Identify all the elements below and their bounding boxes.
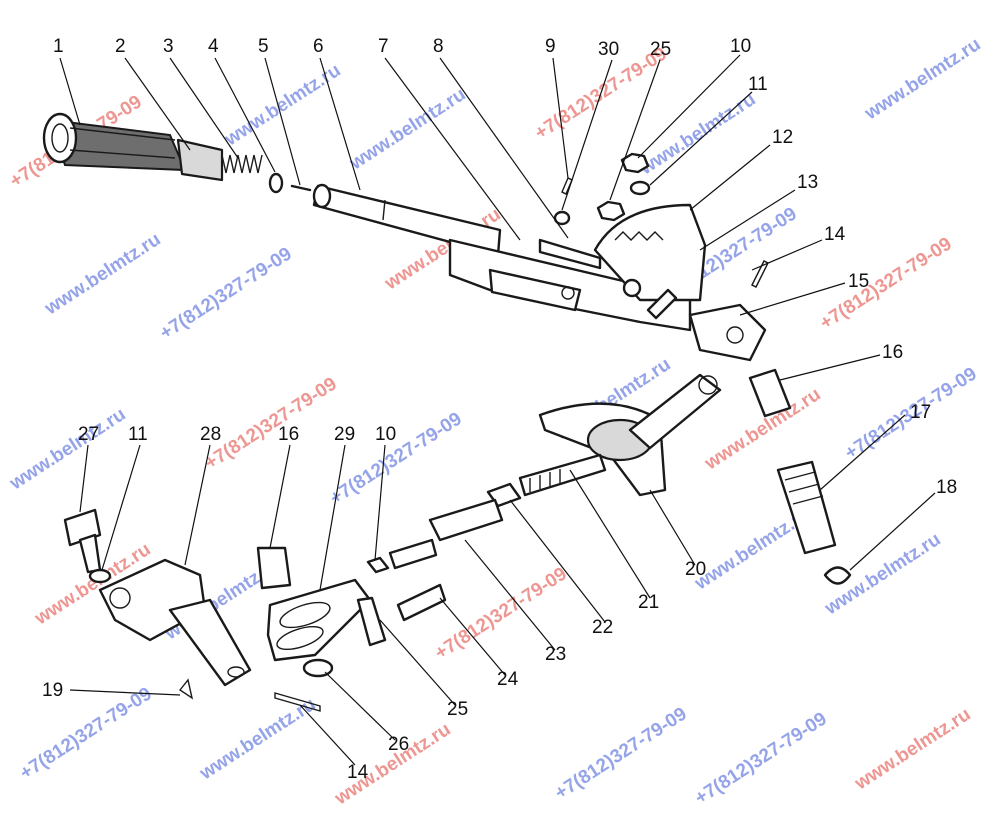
part-sector xyxy=(593,203,707,302)
part-lock-washer xyxy=(88,568,112,584)
part-pin xyxy=(290,184,312,192)
callout-27: 27 xyxy=(78,424,99,445)
watermark-phone: +7(812)327-79-09 xyxy=(816,233,955,334)
part-cotter-pin xyxy=(561,177,573,195)
part-spring xyxy=(221,154,263,174)
part-lock-washer xyxy=(629,180,651,196)
watermark-site: www.belmtz.ru xyxy=(195,694,319,785)
callout-1: 1 xyxy=(53,36,64,57)
callout-5: 5 xyxy=(258,36,269,57)
watermark-phone: +7(812)327-79-09 xyxy=(551,703,690,804)
part-pin xyxy=(748,368,792,418)
callout-9: 9 xyxy=(545,36,556,57)
callout-6: 6 xyxy=(313,36,324,57)
part-washer xyxy=(302,658,334,678)
watermark-site: www.belmtz.ru xyxy=(850,704,974,795)
callout-16: 16 xyxy=(882,342,903,363)
part-clevis xyxy=(688,303,767,362)
callout-28: 28 xyxy=(200,424,221,445)
part-ring xyxy=(823,566,852,585)
part-clamp-lever xyxy=(98,558,252,687)
callout-15: 15 xyxy=(848,271,869,292)
callout-20: 20 xyxy=(685,559,706,580)
callout-12: 12 xyxy=(772,127,793,148)
callout-25: 25 xyxy=(650,39,671,60)
part-bolt xyxy=(396,583,447,622)
part-nut xyxy=(620,152,650,174)
watermark-site: www.belmtz.ru xyxy=(220,60,344,151)
part-nut xyxy=(596,200,626,222)
callout-26: 26 xyxy=(388,734,409,755)
callout-3: 3 xyxy=(163,36,174,57)
part-cotter-pin xyxy=(751,260,769,288)
callout-8: 8 xyxy=(433,36,444,57)
part-cotter-pin xyxy=(274,692,321,712)
watermark-site: +7(812)327-79-09 xyxy=(156,243,295,344)
part-lever-arm xyxy=(448,238,692,332)
upper-assembly xyxy=(42,112,852,585)
part-adjusting-screw xyxy=(388,498,504,570)
part-bolt xyxy=(63,508,102,574)
part-threaded-bolt xyxy=(518,453,607,497)
lower-assembly xyxy=(63,508,390,712)
callout-23: 23 xyxy=(545,644,566,665)
part-bushing xyxy=(176,138,224,182)
part-bolt xyxy=(356,596,387,647)
part-washer xyxy=(553,210,571,226)
watermark-phone: +7(812)327-79-09 xyxy=(16,683,155,784)
callout-24: 24 xyxy=(497,669,519,690)
callout-4: 4 xyxy=(208,36,219,57)
callout-10: 10 xyxy=(730,36,751,57)
part-fork-lever xyxy=(538,373,722,497)
part-nut xyxy=(366,556,390,574)
watermark-phone: +7(812)327-79-09 xyxy=(691,708,830,809)
callout-11: 11 xyxy=(128,424,148,445)
callout-numbers: 1 2 3 4 5 6 7 8 9 30 25 10 11 12 13 14 1… xyxy=(42,36,957,783)
part-threaded-sleeve xyxy=(776,460,837,555)
watermark-site: www.belmtz.ru xyxy=(40,229,164,320)
callout-25: 25 xyxy=(447,699,468,720)
callout-11: 11 xyxy=(748,74,768,95)
watermark-site: www.belmtz.ru xyxy=(5,404,129,495)
watermark-phone: +7(812)327-79-09 xyxy=(201,373,340,474)
callout-18: 18 xyxy=(936,477,957,498)
callout-16: 16 xyxy=(278,424,299,445)
callout-14: 14 xyxy=(347,762,369,783)
watermark-site: www.belmtz.ru xyxy=(860,34,984,125)
callout-10: 10 xyxy=(375,424,396,445)
part-washer xyxy=(268,172,284,194)
callout-19: 19 xyxy=(42,680,63,701)
callout-14: 14 xyxy=(824,224,846,245)
leader-lines xyxy=(59,54,936,766)
callout-2: 2 xyxy=(115,36,126,57)
part-handle-grip xyxy=(42,112,187,172)
callout-17: 17 xyxy=(910,402,931,423)
part-pin xyxy=(178,678,194,700)
callout-29: 29 xyxy=(334,424,355,445)
callout-30: 30 xyxy=(598,39,619,60)
part-link-plate xyxy=(266,578,372,662)
middle-assembly xyxy=(388,373,722,622)
callout-13: 13 xyxy=(797,172,818,193)
part-bolt xyxy=(646,288,678,320)
watermark-site: www.belmtz.ru xyxy=(345,84,469,175)
callout-22: 22 xyxy=(592,617,613,638)
part-pin xyxy=(256,546,292,590)
callout-21: 21 xyxy=(638,592,659,613)
callout-7: 7 xyxy=(378,36,389,57)
